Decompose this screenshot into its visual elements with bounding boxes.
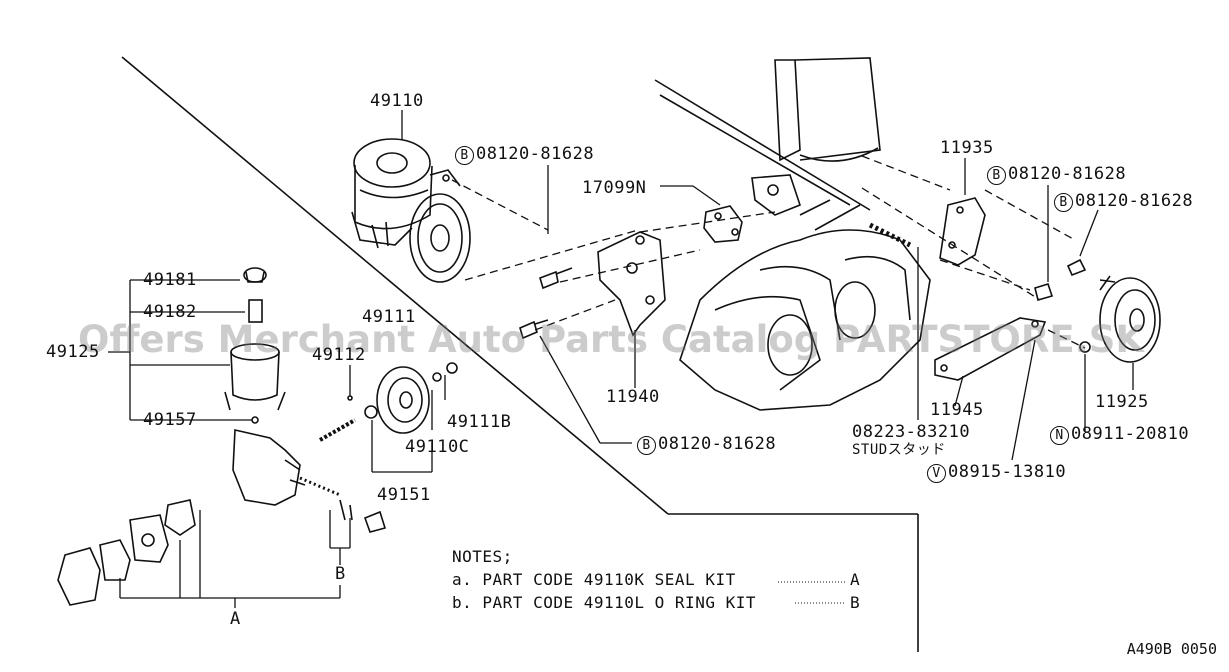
- ref-label-b: B: [335, 564, 346, 584]
- bracket-11935: [939, 197, 986, 266]
- bolt-b2-code: 08120-81628: [1008, 164, 1127, 184]
- label-11940: 11940: [606, 387, 660, 407]
- notes-line-b-ref: B: [850, 593, 861, 612]
- frame-lines: [121, 56, 919, 652]
- label-11945: 11945: [930, 400, 984, 420]
- washer-v-code: 08915-13810: [948, 462, 1067, 482]
- alignment-dashed-lines: [451, 155, 1086, 349]
- label-11935: 11935: [940, 138, 994, 158]
- label-49111: 49111: [362, 307, 416, 327]
- seal-kit-parts: [57, 499, 387, 606]
- label-49110c: 49110C: [405, 437, 470, 457]
- bracket-11940: [597, 231, 666, 337]
- label-49182: 49182: [143, 302, 197, 322]
- washer-v-circle: V: [927, 464, 946, 483]
- label-stud-code: 08223-83210: [852, 422, 971, 442]
- bolt-b1-circle: B: [455, 146, 474, 165]
- label-stud-text: STUDスタッド: [852, 442, 946, 458]
- notes-line-a: a. PART CODE 49110K SEAL KIT: [452, 570, 736, 589]
- diagram-code: A490B 0050: [1126, 640, 1217, 658]
- bolt-b3-code: 08120-81628: [1075, 191, 1194, 211]
- label-49125: 49125: [46, 342, 100, 362]
- pump-body: [232, 395, 356, 506]
- notes-title: NOTES;: [452, 547, 513, 566]
- gasket-17099n: [703, 205, 743, 243]
- label-49157: 49157: [143, 410, 197, 430]
- label-11925: 11925: [1095, 392, 1149, 412]
- bolt-b3-circle: B: [1054, 193, 1073, 212]
- idler-pulley-11925: [1099, 275, 1161, 363]
- leader-lines: [108, 110, 1134, 608]
- notes-line-a-ref: A: [850, 570, 861, 589]
- bolts: [519, 222, 1091, 353]
- label-49151: 49151: [377, 485, 431, 505]
- label-49110: 49110: [370, 91, 424, 111]
- bolt-b2-circle: B: [987, 166, 1006, 185]
- pulley-49111: [364, 362, 458, 434]
- nut-n-code: 08911-20810: [1071, 424, 1190, 444]
- label-17099n: 17099N: [582, 178, 647, 198]
- bolt-b4-circle: B: [637, 436, 656, 455]
- reservoir-assembly: [224, 267, 286, 424]
- notes-line-b: b. PART CODE 49110L O RING KIT: [452, 593, 756, 612]
- bolt-b4-code: 08120-81628: [658, 434, 777, 454]
- power-steering-pump: [351, 138, 471, 283]
- engine-block: [654, 57, 931, 411]
- label-49181: 49181: [143, 270, 197, 290]
- bolt-b1-code: 08120-81628: [476, 144, 595, 164]
- ref-label-a: A: [230, 609, 241, 629]
- label-49111b: 49111B: [447, 412, 512, 432]
- notes-leaders: [778, 581, 845, 604]
- nut-n-circle: N: [1050, 426, 1069, 445]
- label-49112: 49112: [312, 345, 366, 365]
- adjust-arm-11945: [934, 317, 1047, 381]
